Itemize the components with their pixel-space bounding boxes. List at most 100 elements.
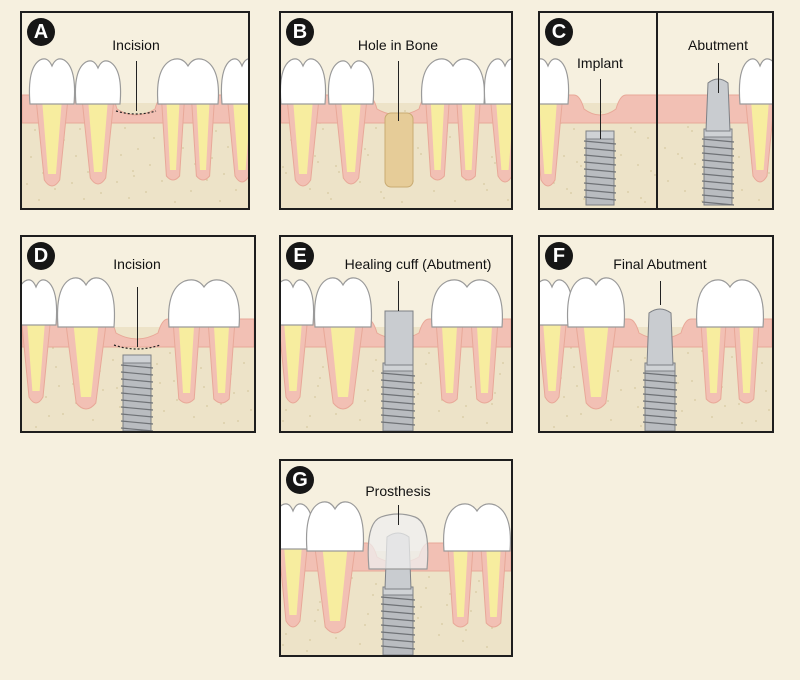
bone-texture: [687, 352, 689, 354]
bone-texture: [149, 164, 151, 166]
bone-texture: [380, 191, 382, 193]
bone-texture: [227, 146, 229, 148]
implant-thread: [380, 386, 416, 391]
tooth-crown: [22, 279, 58, 326]
bone-texture: [563, 396, 565, 398]
implant-collar: [122, 354, 152, 364]
bone-texture: [364, 148, 366, 150]
tooth-crown: [695, 279, 765, 328]
tooth: [313, 277, 373, 410]
bone-texture: [483, 183, 485, 185]
bone-texture: [462, 416, 464, 418]
bone-texture: [306, 650, 308, 652]
implant-post: [642, 362, 678, 431]
bone-texture: [159, 382, 161, 384]
bone-texture: [193, 416, 195, 418]
bone-texture: [285, 409, 287, 411]
bone-texture: [576, 385, 578, 387]
bone-texture: [92, 419, 94, 421]
final-abutment-leader: [660, 281, 661, 305]
implant-thread: [701, 166, 735, 171]
bone-texture: [223, 422, 225, 424]
root-pulp: [330, 323, 356, 397]
bone-texture: [54, 188, 56, 190]
bone-texture: [282, 420, 284, 422]
bone-texture: [449, 136, 451, 138]
step-badge-g: G: [286, 466, 314, 494]
tooth-crown: [156, 58, 220, 105]
bone-texture: [322, 128, 324, 130]
tooth: [281, 503, 315, 628]
bone-texture: [52, 347, 54, 349]
bone-texture: [309, 188, 311, 190]
tooth: [305, 501, 365, 634]
step-badge-d: D: [27, 242, 55, 270]
bone-texture: [211, 157, 213, 159]
implant-thread: [642, 372, 678, 377]
bone-texture: [494, 162, 496, 164]
bone-texture: [75, 155, 77, 157]
bone-texture: [243, 362, 245, 364]
bone-texture: [30, 156, 32, 158]
bone-texture: [120, 154, 122, 156]
bone-texture: [327, 192, 329, 194]
bone-texture: [200, 367, 202, 369]
implant-thread: [120, 378, 154, 383]
implant-thread: [120, 392, 154, 397]
implant-label: Implant: [577, 55, 623, 71]
bone-texture: [83, 198, 85, 200]
bone-texture: [247, 390, 249, 392]
bone-texture: [364, 624, 366, 626]
bone-texture: [38, 199, 40, 201]
bone-texture: [441, 623, 443, 625]
implant-thread: [380, 414, 416, 419]
bone-texture: [768, 409, 770, 411]
healing-cuff: [384, 310, 414, 366]
bone-texture: [570, 192, 572, 194]
bone-texture: [102, 389, 104, 391]
bone-texture: [383, 197, 385, 199]
implant-thread: [642, 393, 678, 398]
panel-d: Incision D: [20, 235, 256, 433]
root-pulp: [430, 100, 445, 170]
implant-thread: [583, 175, 617, 180]
bone-texture: [203, 386, 205, 388]
bone-texture: [314, 396, 316, 398]
molar-tooth: [420, 58, 486, 181]
implant-thread: [583, 161, 617, 166]
bone-texture: [507, 199, 509, 201]
incision-leader-d: [137, 287, 138, 347]
bone-hole: [384, 112, 414, 188]
tooth-crown: [281, 279, 315, 326]
bone-texture: [724, 405, 726, 407]
bone-texture: [309, 639, 311, 641]
bone-texture: [486, 189, 488, 191]
bone-texture: [563, 155, 565, 157]
root-pulp: [213, 323, 230, 393]
tooth-crown: [430, 279, 504, 328]
root-pulp: [476, 323, 493, 393]
tooth: [738, 58, 772, 183]
bone-texture: [100, 192, 102, 194]
tooth: [22, 279, 58, 404]
bone-texture: [364, 400, 366, 402]
bone-texture: [499, 373, 501, 375]
bone-texture: [677, 153, 679, 155]
bone-texture: [634, 387, 636, 389]
bone-texture: [372, 594, 374, 596]
bone-texture: [761, 362, 763, 364]
bone-texture: [580, 165, 582, 167]
bone-texture: [644, 357, 646, 359]
implant-thread: [701, 180, 735, 185]
tooth: [566, 277, 626, 410]
tooth-crown: [305, 501, 365, 552]
root-pulp: [751, 100, 769, 170]
bone-texture: [153, 137, 155, 139]
bone-texture: [438, 410, 440, 412]
root-pulp: [486, 547, 501, 617]
panel-g: Prosthesis G: [279, 459, 513, 657]
implant-post: [120, 354, 154, 431]
implant-post-right: [701, 128, 735, 206]
tooth: [281, 279, 315, 404]
panel-f: Final Abutment F: [538, 235, 774, 433]
